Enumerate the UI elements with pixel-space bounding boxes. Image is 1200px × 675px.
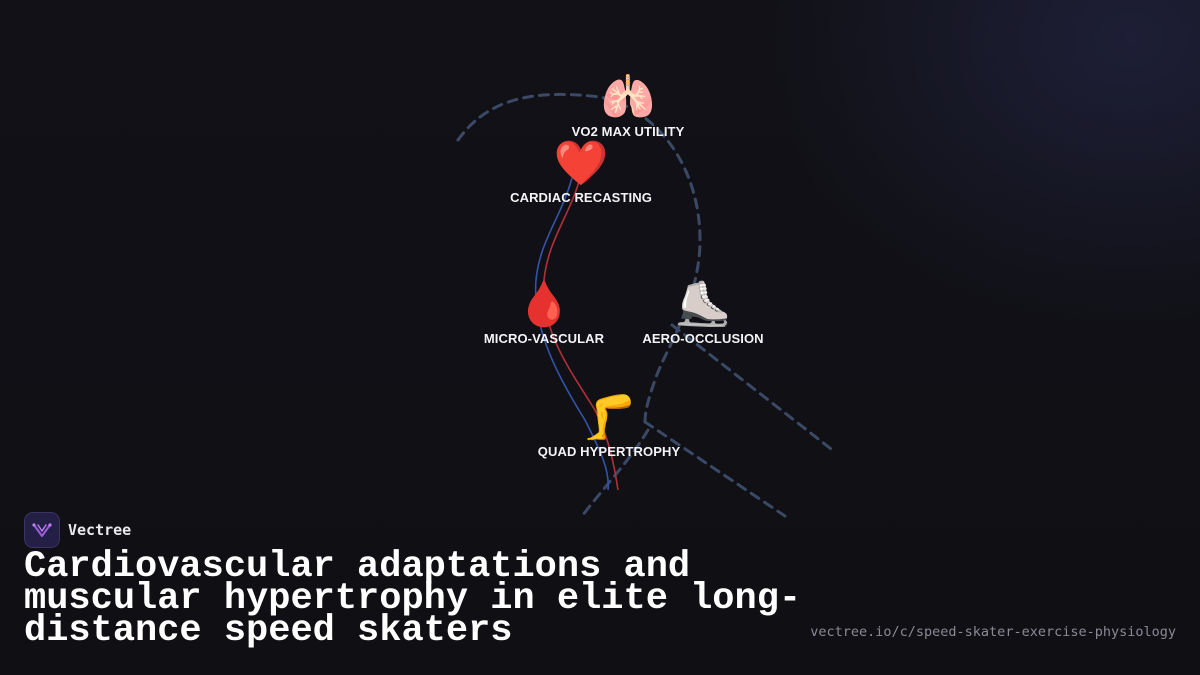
- node-label: VO2 MAX UTILITY: [571, 124, 685, 139]
- brand-name: Vectree: [68, 521, 132, 539]
- blood-drop-icon: 🩸: [516, 279, 572, 330]
- page-title: Cardiovascular adaptations and muscular …: [24, 546, 802, 652]
- heart-icon: ❤️: [553, 138, 609, 189]
- node-aero-occlusion: ⛸️ AERO-OCCLUSION: [642, 279, 764, 347]
- skater-leg-outline-right: [643, 420, 787, 518]
- leg-icon: 🦵: [581, 392, 637, 443]
- node-label: AERO-OCCLUSION: [642, 331, 764, 346]
- node-quad-hypertrophy: 🦵 QUAD HYPERTROPHY: [537, 392, 681, 460]
- skater-back-outline: [456, 92, 702, 424]
- vectree-logo-icon: [24, 512, 60, 548]
- node-label: QUAD HYPERTROPHY: [537, 444, 681, 459]
- skater-leg-outline-left: [580, 428, 650, 518]
- skater-arm-outline: [670, 323, 837, 454]
- node-cardiac-recasting: ❤️ CARDIAC RECASTING: [510, 138, 652, 206]
- ice-skate-icon: ⛸️: [675, 279, 731, 330]
- node-vo2-max-utility: 🫁 VO2 MAX UTILITY: [571, 72, 685, 140]
- vein-line: [534, 177, 610, 491]
- node-micro-vascular: 🩸 MICRO-VASCULAR: [483, 279, 605, 347]
- artery-line: [542, 177, 619, 491]
- page-url[interactable]: vectree.io/c/speed-skater-exercise-physi…: [810, 624, 1176, 640]
- brand[interactable]: Vectree: [24, 512, 131, 548]
- node-label: MICRO-VASCULAR: [483, 331, 605, 346]
- node-label: CARDIAC RECASTING: [510, 190, 652, 205]
- lungs-icon: 🫁: [600, 72, 656, 123]
